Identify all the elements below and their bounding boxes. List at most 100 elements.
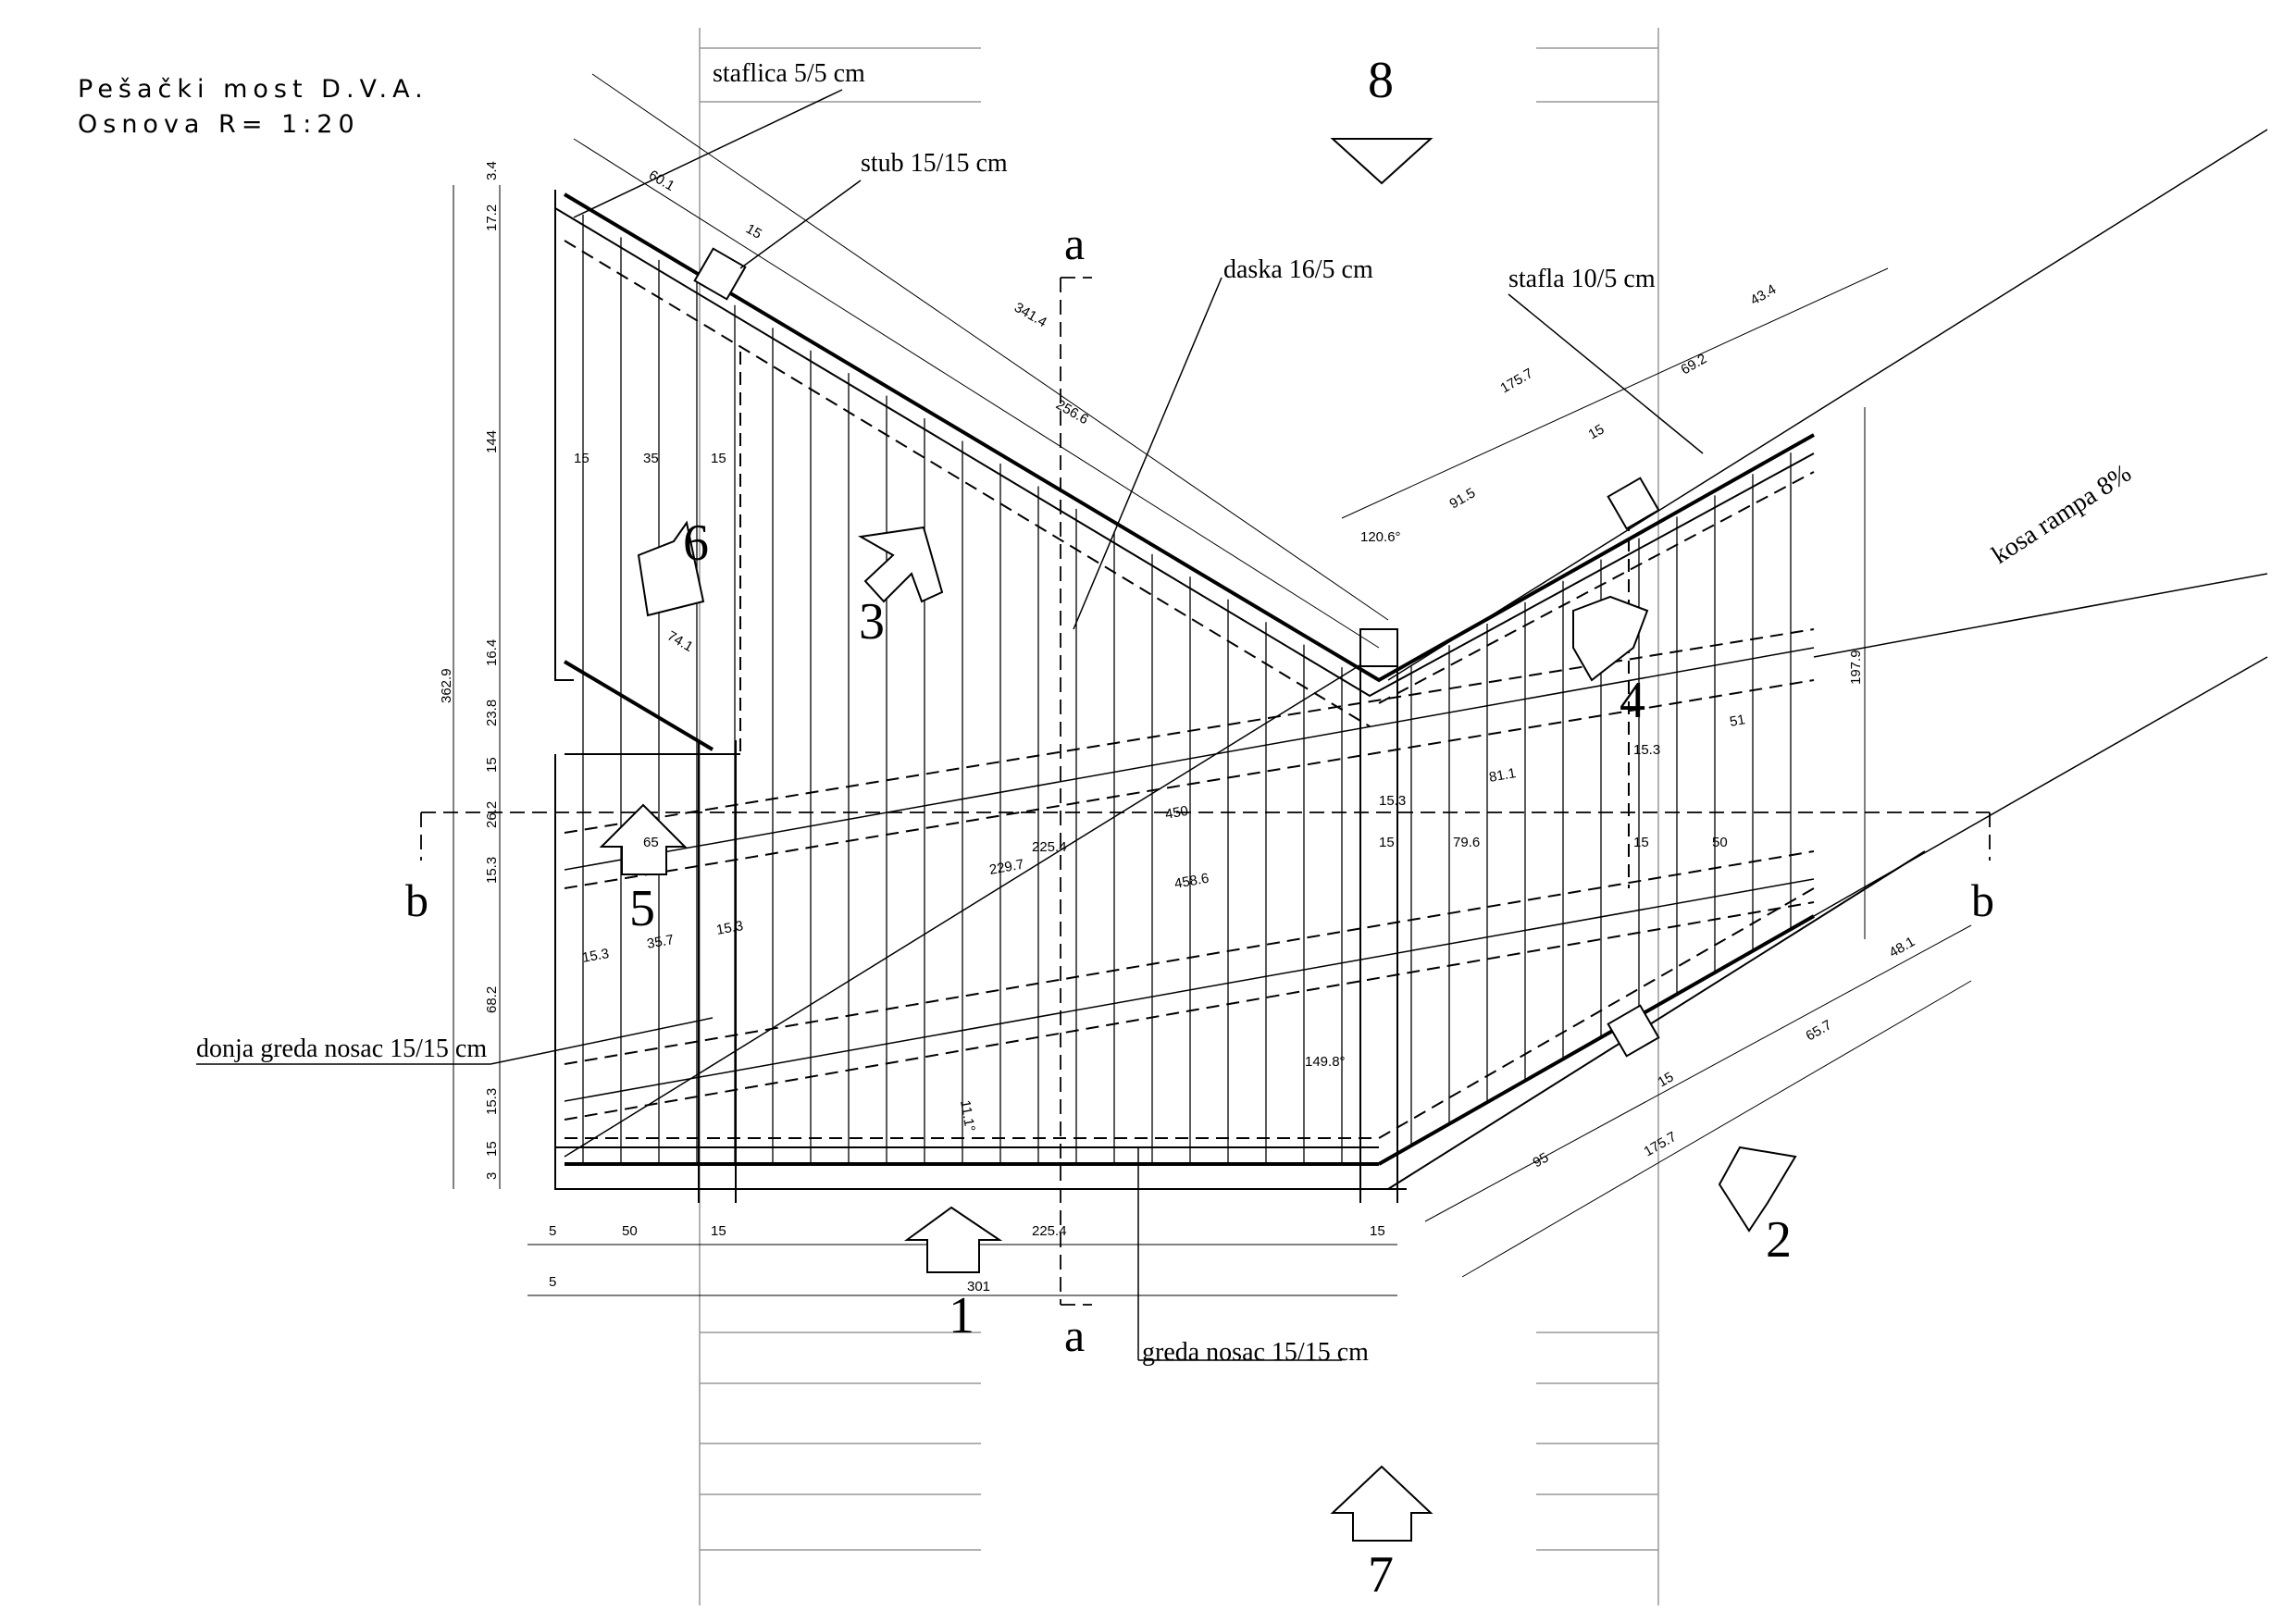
- label-daska: daska 16/5 cm: [1223, 255, 1373, 284]
- dimension-bottom-5: 5: [549, 1274, 556, 1290]
- dimension-interior-23: 15: [1633, 835, 1649, 850]
- deck-planks: [582, 214, 1792, 1164]
- dimension-left-8: 68.2: [484, 986, 500, 1013]
- view-number-8: 8: [1368, 52, 1394, 109]
- posts: [693, 247, 1660, 1058]
- dimension-interior-30: 43.4: [1748, 281, 1780, 308]
- dimension-left-1: 17.2: [484, 204, 500, 231]
- dimension-interior-34: 15: [1656, 1069, 1677, 1090]
- bridge-outline: [563, 192, 1815, 1166]
- dimension-interior-7: 74.1: [664, 628, 696, 655]
- dimension-left-5: 15: [484, 757, 500, 773]
- dimension-interior-5: 341.4: [1011, 300, 1049, 330]
- dimension-interior-28: 175.7: [1498, 365, 1536, 396]
- section-a-bottom: a: [1064, 1309, 1085, 1361]
- dimension-interior-29: 69.2: [1679, 351, 1710, 378]
- dimension-bottom-4: 15: [1370, 1223, 1385, 1239]
- dimension-interior-33: 95: [1531, 1149, 1552, 1171]
- dimension-bottom-3: 225.4: [1032, 1223, 1067, 1239]
- section-b-left: b: [405, 874, 428, 926]
- dimension-left-12: 362.9: [439, 668, 454, 703]
- arrow-icon-2: [1718, 1146, 1797, 1233]
- stringers: [564, 129, 2268, 1158]
- dimension-lines: [453, 73, 1972, 1296]
- view-number-5: 5: [629, 880, 655, 937]
- dimension-interior-17: 15.3: [1379, 793, 1406, 809]
- section-line-a: [1060, 277, 1092, 1306]
- dimension-left-4: 23.8: [484, 700, 500, 726]
- drawing-title: Pešački most D.V.A.: [78, 75, 428, 104]
- view-number-7: 7: [1368, 1546, 1394, 1604]
- arrow-icon-5: [599, 803, 688, 875]
- section-a-top: a: [1064, 217, 1085, 269]
- dimension-interior-26: 91.5: [1447, 485, 1479, 512]
- label-stafla: stafla 10/5 cm: [1508, 265, 1656, 293]
- dimension-interior-0: 15: [574, 451, 590, 466]
- bridge-edges: [554, 190, 1926, 1203]
- dimension-texts: 3.4 17.2 144 16.4 23.8 15 26.2 15.3 68.2 15.3 15 3 3…: [439, 161, 1917, 1295]
- dimension-interior-2: 15: [711, 451, 726, 466]
- dimension-left-11: 3: [484, 1172, 500, 1180]
- view-numbers: 1 2 3 4 5 6 7 8: [629, 52, 1792, 1604]
- arrow-icon-4: [1572, 595, 1649, 682]
- dimension-interior-35: 175.7: [1642, 1129, 1680, 1159]
- dimension-interior-9: 15.3: [581, 946, 611, 966]
- dimension-interior-24: 50: [1712, 835, 1728, 850]
- label-staflica: staflica 5/5 cm: [713, 59, 865, 88]
- dimension-bottom-2: 15: [711, 1223, 726, 1239]
- title-block: Pešački most D.V.A. Osnova R= 1:20: [78, 72, 428, 142]
- view-number-2: 2: [1766, 1211, 1792, 1269]
- dimension-left-2: 144: [484, 430, 500, 453]
- dimension-interior-25: 120.6°: [1360, 529, 1401, 545]
- dimension-left-10: 15: [484, 1141, 500, 1157]
- arrow-icon-7: [1330, 1465, 1433, 1542]
- dimension-interior-16: 11.1°: [957, 1099, 978, 1134]
- label-kosa-rampa: kosa rampa 8%: [1987, 459, 2137, 570]
- dimension-interior-4: 15: [743, 221, 764, 242]
- dimension-left-6: 26.2: [484, 801, 500, 828]
- drawing-scale: Osnova R= 1:20: [78, 110, 360, 139]
- dimension-left-9: 15.3: [484, 1088, 500, 1115]
- dimension-left-0: 3.4: [484, 161, 500, 180]
- dimension-interior-20: 81.1: [1488, 765, 1518, 786]
- label-greda-nosac: greda nosac 15/15 cm: [1142, 1338, 1369, 1367]
- dimension-interior-32: 149.8°: [1305, 1054, 1346, 1070]
- section-line-b: [420, 812, 1991, 861]
- dimension-interior-31: 197.9: [1848, 650, 1864, 685]
- dimension-interior-11: 15.3: [715, 918, 745, 938]
- label-donja-greda: donja greda nosac 15/15 cm: [196, 1035, 487, 1063]
- dimension-interior-3: 60.1: [646, 167, 677, 194]
- dimension-interior-21: 15.3: [1633, 742, 1660, 758]
- dimension-bottom-0: 5: [549, 1223, 556, 1239]
- section-b-right: b: [1971, 874, 1994, 926]
- dimension-left-7: 15.3: [484, 857, 500, 884]
- dimension-left-3: 16.4: [484, 639, 500, 666]
- dimension-interior-12: 225.4: [1032, 839, 1067, 855]
- arrow-icon-6: [637, 520, 705, 617]
- dimension-interior-14: 450: [1164, 803, 1190, 823]
- dimension-bottom-6: 301: [967, 1279, 990, 1295]
- dimension-interior-18: 15: [1379, 835, 1395, 850]
- arrow-icon-3: [857, 526, 944, 603]
- label-stub: stub 15/15 cm: [861, 149, 1008, 178]
- arrow-icon-8: [1330, 138, 1433, 185]
- leader-lines: [196, 89, 1704, 1361]
- view-number-6: 6: [683, 514, 709, 572]
- view-number-4: 4: [1620, 672, 1645, 729]
- view-number-1: 1: [949, 1287, 974, 1344]
- dimension-interior-22: 51: [1729, 712, 1746, 730]
- section-markers: a a b b: [405, 217, 1994, 1361]
- view-number-3: 3: [859, 593, 885, 650]
- dimension-interior-8: 65: [643, 835, 659, 850]
- dimension-interior-15: 458.6: [1173, 871, 1210, 892]
- dimension-interior-19: 79.6: [1453, 835, 1480, 850]
- view-arrows: [599, 138, 1797, 1542]
- dimension-interior-13: 229.7: [988, 857, 1025, 878]
- arrow-icon-1: [903, 1206, 1003, 1273]
- dimension-interior-36: 65.7: [1804, 1017, 1835, 1044]
- dimension-bottom-1: 50: [622, 1223, 638, 1239]
- dimension-interior-27: 15: [1586, 421, 1607, 442]
- dimension-interior-1: 35: [643, 451, 659, 466]
- dimension-interior-6: 256.6: [1053, 397, 1091, 427]
